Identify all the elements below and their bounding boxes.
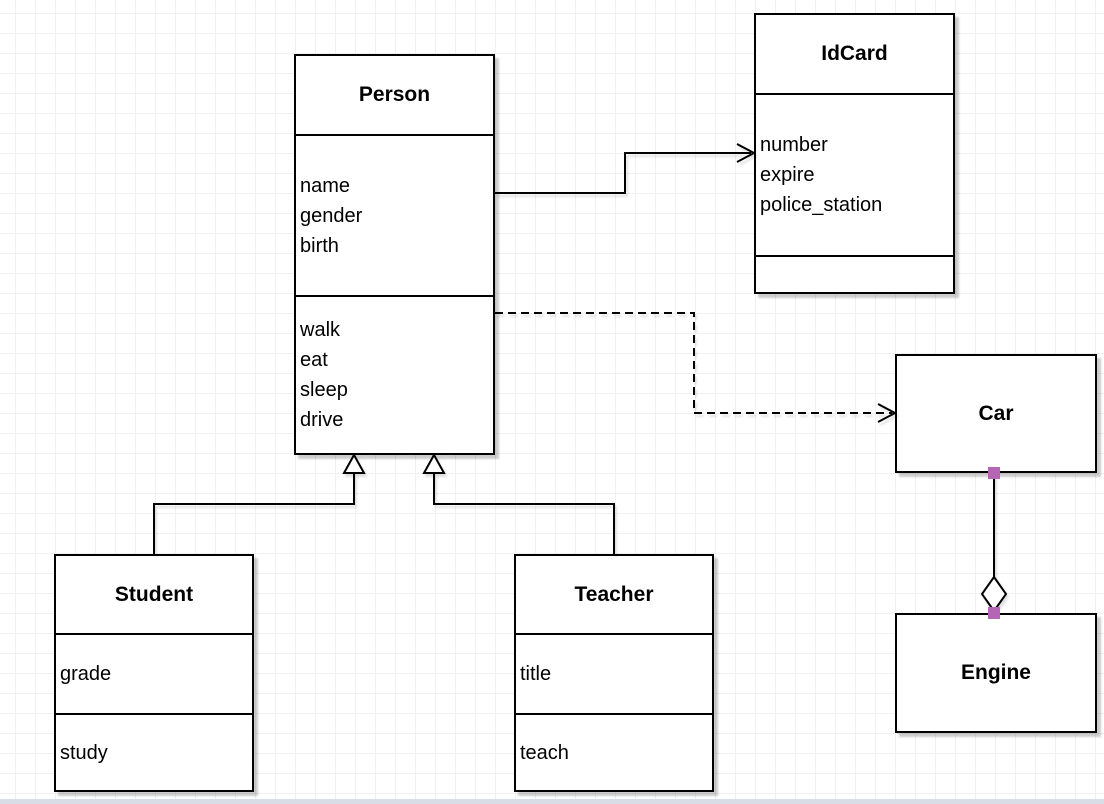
- class-box-student[interactable]: Student grade study: [54, 554, 254, 792]
- attribute-row: number: [760, 134, 828, 156]
- class-title-idcard: IdCard: [756, 15, 953, 95]
- edge-person-idcard[interactable]: [495, 143, 757, 194]
- aggregation-diamond: [980, 575, 1008, 613]
- attribute-row: gender: [300, 204, 363, 227]
- method-row: walk: [300, 319, 341, 341]
- class-title-car: Car: [978, 401, 1014, 425]
- class-methods-person: walk eat sleep drive: [296, 297, 493, 453]
- attribute-row: title: [520, 663, 552, 685]
- edge-student-person[interactable]: [153, 452, 366, 554]
- generalization-triangle: [422, 452, 446, 474]
- attribute-row: expire: [760, 164, 815, 186]
- class-methods-student: study: [56, 715, 252, 790]
- attribute-row: birth: [300, 234, 339, 257]
- endpoint-handles: [988, 467, 1000, 619]
- class-attributes-person: name gender birth: [296, 136, 493, 297]
- generalization-triangle: [342, 452, 366, 474]
- class-methods-idcard: [756, 257, 953, 292]
- class-attributes-teacher: title: [516, 635, 712, 715]
- canvas-bottom-edge: [0, 799, 1104, 804]
- class-title-teacher: Teacher: [516, 556, 712, 635]
- method-row: sleep: [300, 379, 348, 401]
- attribute-row: name: [300, 174, 351, 197]
- attribute-row: grade: [60, 663, 112, 685]
- class-title-student: Student: [56, 556, 252, 635]
- class-attributes-idcard: number expire police_station: [756, 95, 953, 257]
- edge-person-car[interactable]: [495, 312, 898, 423]
- method-row: drive: [300, 409, 344, 431]
- attribute-row: police_station: [760, 194, 883, 216]
- class-box-car[interactable]: Car: [895, 354, 1097, 473]
- class-attributes-student: grade: [56, 635, 252, 715]
- class-title-person: Person: [296, 56, 493, 136]
- class-methods-teacher: teach: [516, 715, 712, 790]
- open-arrowhead: [877, 403, 898, 423]
- edge-car-engine[interactable]: [980, 474, 1008, 613]
- edge-teacher-person[interactable]: [422, 452, 615, 554]
- method-row: eat: [300, 349, 328, 371]
- class-box-teacher[interactable]: Teacher title teach: [514, 554, 714, 792]
- class-box-person[interactable]: Person name gender birth walk eat sleep …: [294, 54, 495, 455]
- method-row: study: [60, 741, 108, 764]
- class-box-idcard[interactable]: IdCard number expire police_station: [754, 13, 955, 294]
- method-row: teach: [520, 741, 569, 764]
- class-box-engine[interactable]: Engine: [895, 613, 1097, 733]
- class-title-engine: Engine: [960, 661, 1031, 684]
- open-arrowhead: [736, 143, 757, 163]
